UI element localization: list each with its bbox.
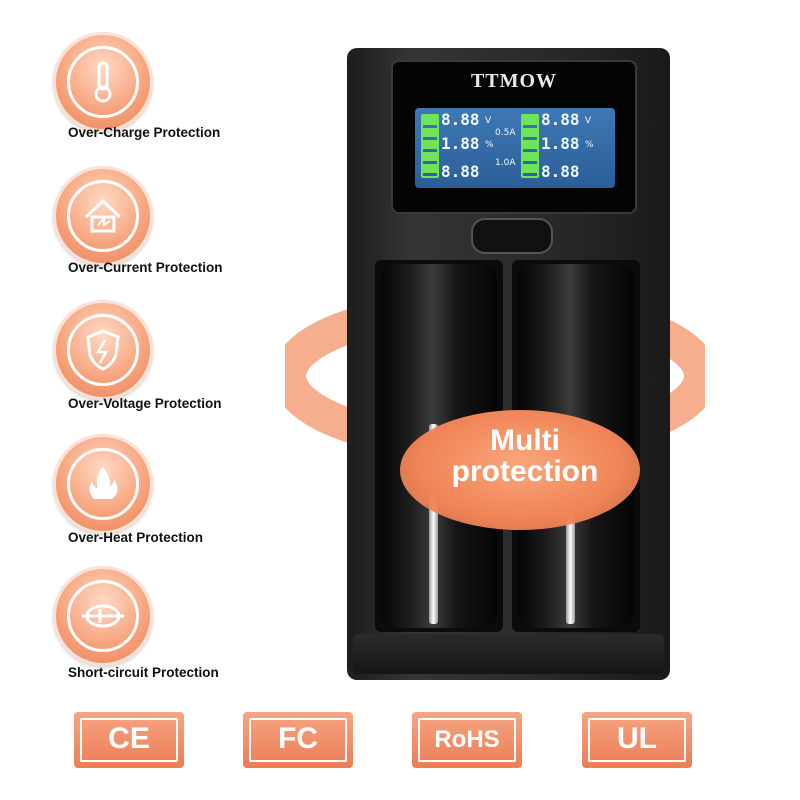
- short-circuit-icon: [53, 566, 153, 666]
- right-voltage-unit: V: [585, 116, 592, 126]
- left-percent-unit: %: [485, 140, 494, 150]
- left-current: 0.5A: [495, 128, 516, 138]
- left-percent: 1.88: [441, 134, 480, 153]
- right-voltage: 8.88: [541, 110, 580, 129]
- right-percent-unit: %: [585, 140, 594, 150]
- rohs-badge: RoHS: [412, 712, 522, 768]
- feature-label: Over-Current Protection: [68, 260, 223, 275]
- feature-label: Over-Heat Protection: [68, 530, 204, 545]
- callout-text: Multi protection: [420, 425, 630, 487]
- callout-bubble: [400, 410, 640, 530]
- ce-badge: CE: [74, 712, 184, 768]
- left-time: 8.88: [441, 162, 480, 181]
- battery-level-icon: [421, 114, 439, 178]
- left-voltage-unit: V: [485, 116, 492, 126]
- mode-button[interactable]: [471, 218, 553, 254]
- charger-base: [353, 634, 664, 674]
- lcd-screen: 8.88 V 1.88 % 8.88 0.5A 8.88 V 1.88 % 8.…: [415, 108, 615, 188]
- shield-bolt-icon: [53, 300, 153, 400]
- left-voltage: 8.88: [441, 110, 480, 129]
- callout-line1: Multi: [490, 424, 560, 457]
- house-current-icon: [53, 166, 153, 266]
- brand-logo: TTMOW: [470, 70, 558, 92]
- right-time: 8.88: [541, 162, 580, 181]
- fcc-badge: FC: [243, 712, 353, 768]
- lcd-panel: TTMOW 8.88 V 1.88 % 8.88 0.5A 8.88 V 1.8…: [391, 60, 637, 214]
- right-current: 1.0A: [495, 158, 516, 168]
- battery-charger: TTMOW 8.88 V 1.88 % 8.88 0.5A 8.88 V 1.8…: [347, 48, 670, 680]
- flame-icon: [53, 434, 153, 534]
- battery-level-icon: [521, 114, 539, 178]
- feature-label: Over-Voltage Protection: [68, 396, 222, 411]
- right-percent: 1.88: [541, 134, 580, 153]
- callout-line2: protection: [451, 455, 599, 488]
- ul-badge: UL: [582, 712, 692, 768]
- feature-label: Over-Charge Protection: [68, 125, 221, 140]
- feature-label: Short-circuit Protection: [68, 665, 219, 680]
- thermometer-icon: [53, 32, 153, 132]
